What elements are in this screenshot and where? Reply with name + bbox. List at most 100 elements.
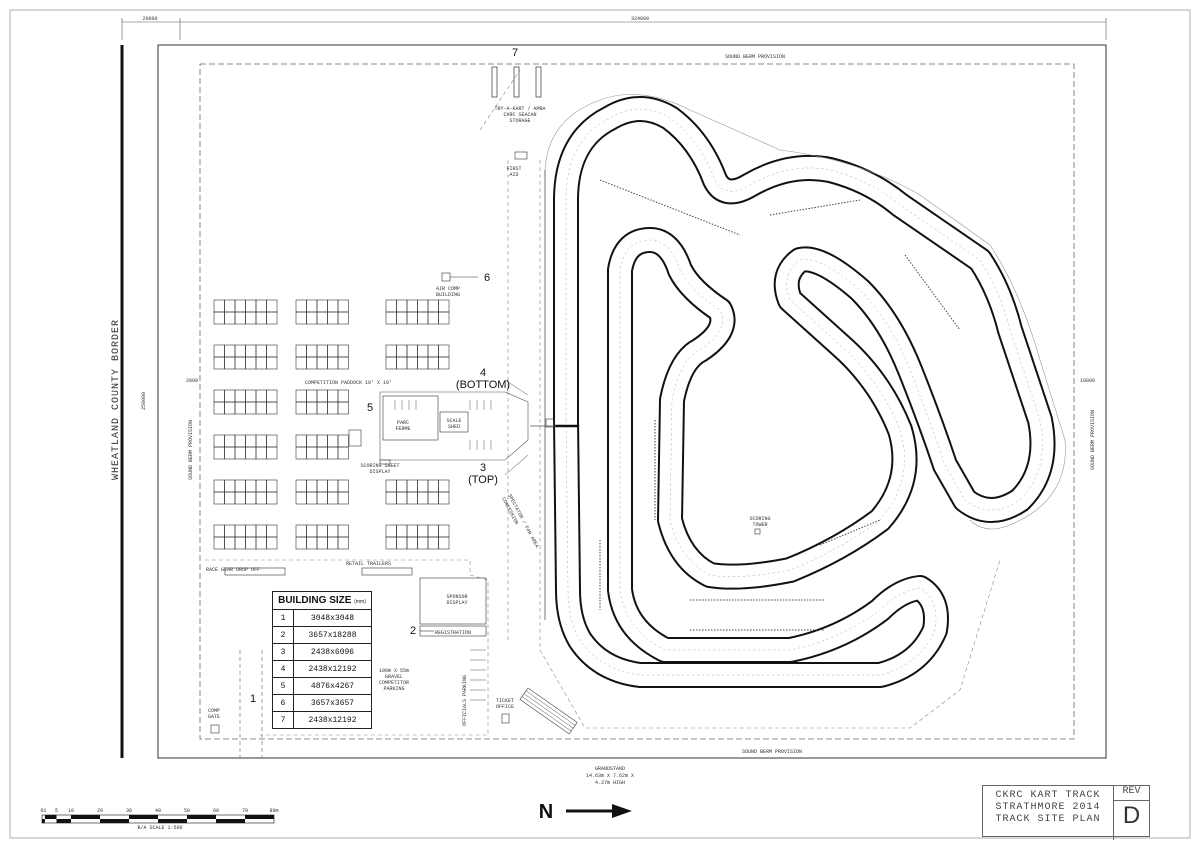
paddock-block [295,479,349,505]
scoring-tower [754,528,761,535]
scale-tick-label: 20 [97,808,103,814]
scale-tick-label: 5 [55,808,58,814]
dim-left-height: 250000 [141,392,147,410]
row-number: 1 [272,609,294,627]
berm-right-label: SOUND BERM PROVISION [1090,410,1096,470]
paddock-block [213,299,278,325]
berm-bottom-label: SOUND BERM PROVISION [742,749,802,755]
registration-label: REGISTRATION [435,630,471,636]
table-title: BUILDING SIZE (mm) [272,591,372,610]
berm-top-label: SOUND BERM PROVISION [725,54,785,60]
label-n7: 7 [512,47,518,59]
infield-barriers [599,179,961,631]
paddock-block [295,299,349,325]
sheet-frame [9,9,1191,839]
row-number: 7 [272,711,294,729]
north-label: N [539,801,553,823]
scale-tick-label: 0 [40,808,43,814]
row-size: 2438x6096 [293,643,372,661]
scale-segment [216,819,245,823]
paddock-block [385,344,450,370]
scale-tick-label: 60 [213,808,219,814]
scale-segment [245,815,274,819]
paddock-block [295,434,349,460]
scale-segment [158,819,187,823]
scale-segment [187,815,216,819]
track-surface [553,96,1056,688]
scale-tick-label: 50 [184,808,190,814]
label-top: (TOP) [468,474,498,486]
dim-right-gap: 10000 [1080,378,1095,384]
paddock-block [295,524,349,550]
row-number: 2 [272,626,294,644]
kart-track [553,96,1056,688]
comp-gate-road [239,650,263,758]
scale-segment [42,819,45,823]
paddock-block [385,479,450,505]
title-line-1: CKRC KART TRACK [995,790,1101,801]
scoring-sheet-board [348,429,362,447]
parc-ferme-hatching [394,400,492,450]
label-n4: 4 [480,367,486,379]
grandstand [519,687,578,735]
track-fence [544,94,1066,530]
rev-label: REV [1114,786,1149,801]
label-n3: 3 [480,462,486,474]
label-n2: 2 [410,625,416,637]
rev-value: D [1122,802,1141,829]
scale-tick-label: 30 [126,808,132,814]
label-n1: 1 [250,693,256,705]
scale-caption: B/A SCALE 1:500 [137,825,182,831]
county-border-label: WHEATLAND COUNTY BORDER [111,319,122,480]
paddock-block [213,389,278,415]
seacan-storage [491,66,542,98]
paddock-block [295,389,349,415]
scale-tick-label: 1 [43,808,46,814]
row-size: 3048x3048 [293,609,372,627]
paddock-block [385,524,450,550]
title-block-main: CKRC KART TRACK STRATHMORE 2014 TRACK SI… [983,786,1114,840]
paddock-block [213,434,278,460]
scale-segment [44,815,57,819]
scale-tick-label: 80m [269,808,278,814]
scale-segment [100,819,129,823]
officials-parking-label: OFFICIALS PARKING [462,675,468,726]
paddock-block [213,344,278,370]
title-block: CKRC KART TRACK STRATHMORE 2014 TRACK SI… [982,785,1150,840]
label-n6: 6 [484,272,490,284]
dim-left-gap: 2000 [186,378,198,384]
air-comp-building [441,272,451,282]
paddock-block [213,524,278,550]
row-number: 5 [272,677,294,695]
label-bottom: (BOTTOM) [456,379,510,391]
row-number: 3 [272,643,294,661]
row-size: 4876x4267 [293,677,372,695]
row-size: 3657x18288 [293,626,372,644]
paddock-label: COMPETITION PADDOCK 10' X 10' [305,380,392,386]
scale-segment [71,815,100,819]
retail-trailers-label: RETAIL TRAILERS [346,561,391,567]
paddock-block [295,344,349,370]
sound-berm [199,63,1075,740]
scale-segment [129,815,158,819]
row-size: 3657x3657 [293,694,372,712]
dim-top-left: 20000 [142,16,157,22]
